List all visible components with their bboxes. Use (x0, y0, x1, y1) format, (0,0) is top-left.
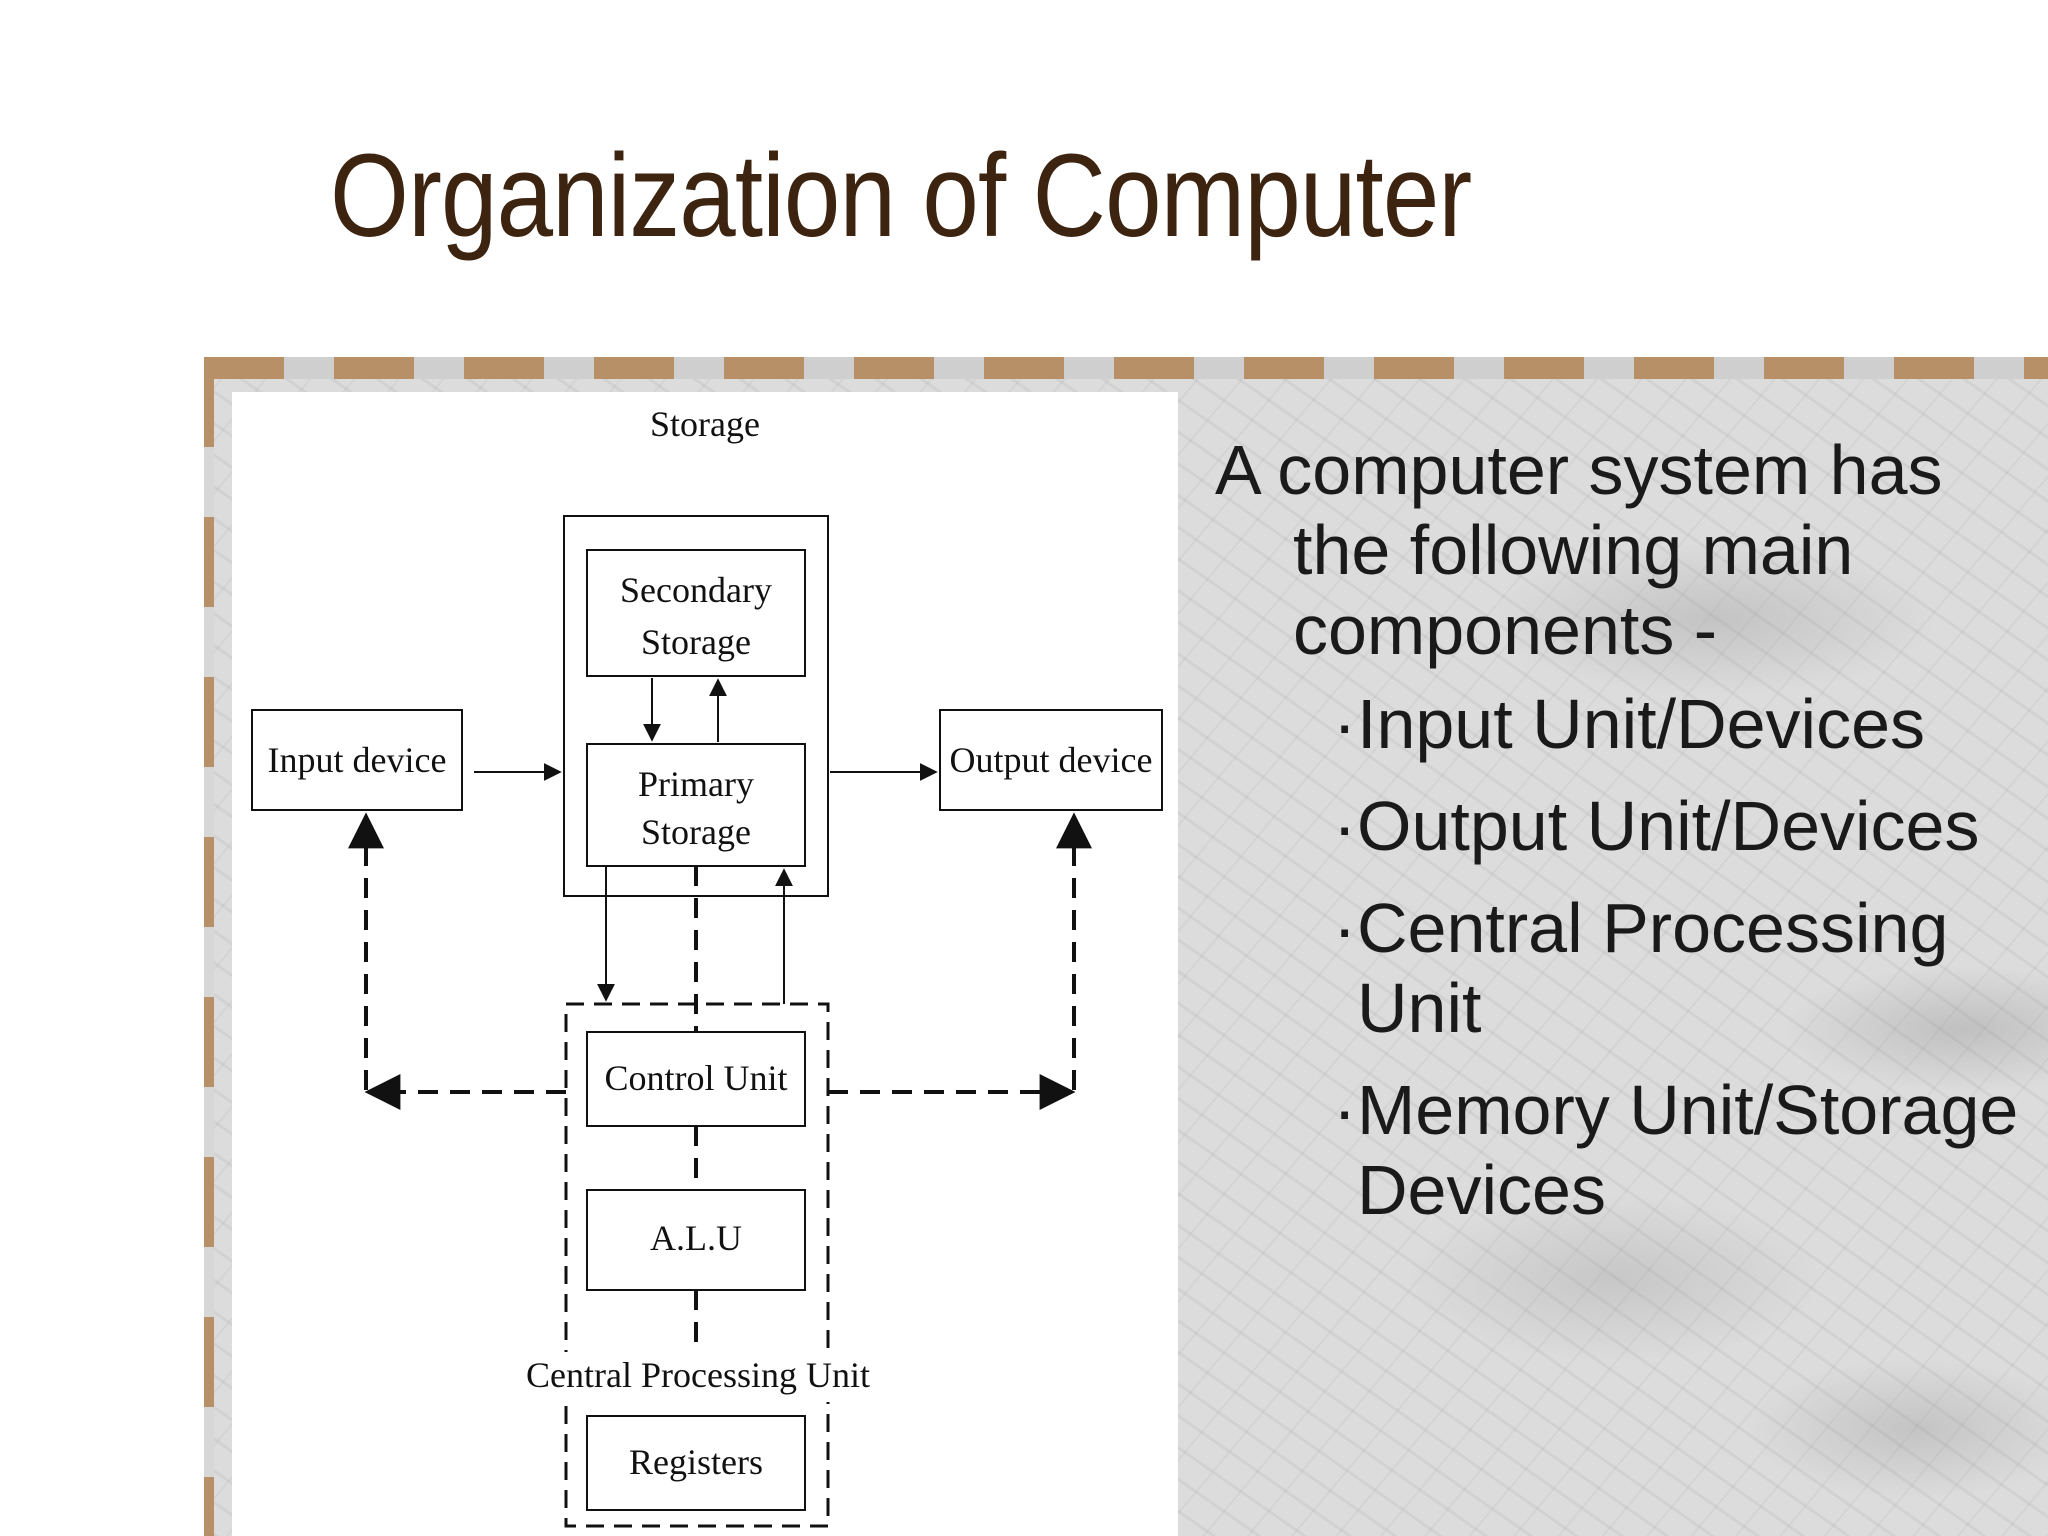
primary-storage-line1: Primary (638, 764, 754, 804)
cpu-label-bg (532, 1352, 862, 1402)
primary-storage-box: Primary Storage (586, 743, 806, 867)
control-unit-box: Control Unit (586, 1031, 806, 1127)
input-device-box: Input device (251, 709, 463, 811)
registers-box: Registers (586, 1415, 806, 1511)
list-item: ·Output Unit/Devices (1215, 786, 2035, 866)
frame-left-border (204, 357, 214, 1536)
output-device-box: Output device (939, 709, 1163, 811)
cpu-label: Central Processing Unit (526, 1355, 870, 1395)
control-unit-label: Control Unit (604, 1058, 787, 1098)
secondary-storage-box: Secondary Storage (586, 549, 806, 677)
slide-title: Organization of Computer (330, 130, 1472, 262)
components-text: A computer system has the following main… (1215, 430, 2035, 1252)
storage-label: Storage (650, 404, 760, 444)
alu-box: A.L.U (586, 1189, 806, 1291)
primary-storage-line2: Storage (641, 812, 751, 852)
frame-top-border (204, 357, 2048, 379)
list-item-label: Central Processing Unit (1357, 889, 1949, 1047)
registers-label: Registers (629, 1442, 763, 1482)
list-item-label: Input Unit/Devices (1357, 685, 1926, 763)
bullet-icon: · (1333, 787, 1357, 865)
secondary-storage-line2: Storage (641, 622, 751, 662)
storage-box (563, 515, 829, 897)
computer-organization-diagram: Storage Secondary Storage Primary Storag… (232, 392, 1178, 1536)
list-item: ·Input Unit/Devices (1215, 684, 2035, 764)
bullet-icon: · (1333, 1071, 1357, 1149)
secondary-storage-line1: Secondary (620, 570, 772, 610)
output-device-label: Output device (950, 740, 1153, 780)
list-item-label: Memory Unit/Storage Devices (1357, 1071, 2019, 1229)
alu-label: A.L.U (650, 1218, 742, 1258)
components-list: ·Input Unit/Devices ·Output Unit/Devices… (1215, 684, 2035, 1230)
input-device-label: Input device (268, 740, 447, 780)
list-item-label: Output Unit/Devices (1357, 787, 1980, 865)
list-item: ·Memory Unit/Storage Devices (1215, 1070, 2035, 1230)
list-item: ·Central Processing Unit (1215, 888, 2035, 1048)
intro-text: A computer system has the following main… (1215, 431, 1943, 669)
bullet-icon: · (1333, 889, 1357, 967)
bullet-icon: · (1333, 685, 1357, 763)
